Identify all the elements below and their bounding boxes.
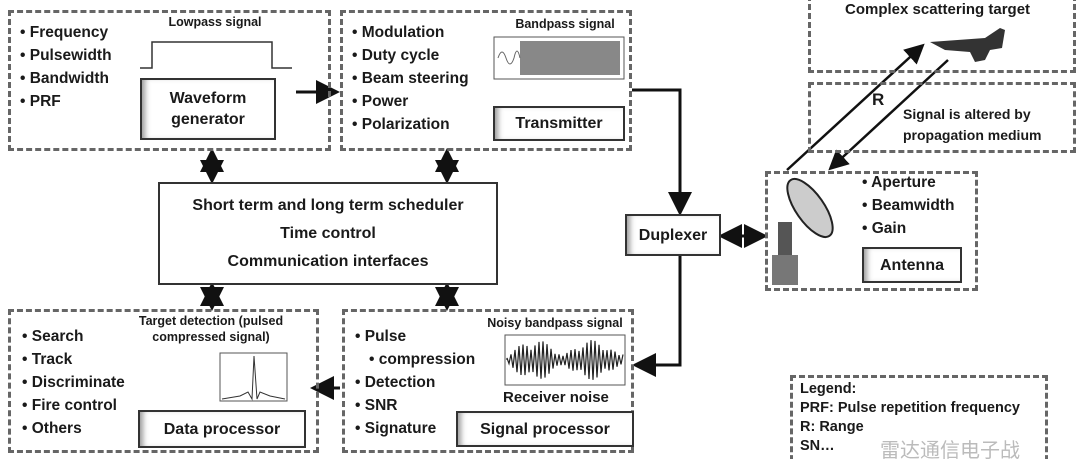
aircraft-icon	[930, 28, 1005, 62]
noisy-bandpass-plot	[504, 334, 626, 386]
list-item-continuation: compression	[355, 348, 475, 371]
waveform-generator-block: Waveform generator	[140, 78, 276, 140]
signal-processor-group	[342, 309, 634, 453]
target-group	[808, 0, 1076, 73]
list-item: Fire control	[22, 394, 125, 417]
receiver-noise-label: Receiver noise	[503, 389, 609, 406]
list-item: Pulsewidth	[20, 44, 112, 67]
target-detection-label: Target detection (pulsed compressed sign…	[138, 314, 284, 344]
legend: Legend: PRF: Pulse repetition frequency …	[800, 380, 1020, 456]
list-item: Bandwidth	[20, 67, 112, 90]
scheduler-line: Time control	[280, 224, 376, 242]
list-item: Signature	[355, 417, 475, 440]
scheduler-block: Short term and long term scheduler Time …	[158, 182, 498, 285]
arrow-transmitter-to-duplexer	[632, 88, 692, 216]
legend-title: Legend:	[800, 381, 857, 397]
list-item: Others	[22, 417, 125, 440]
list-item: Duty cycle	[352, 44, 469, 67]
lowpass-pulse-plot	[140, 41, 292, 69]
list-item: Search	[22, 325, 125, 348]
legend-entry: R: Range	[800, 419, 864, 435]
scheduler-line: Communication interfaces	[227, 252, 429, 270]
list-item: Track	[22, 348, 125, 371]
list-item: Beamwidth	[862, 194, 955, 217]
legend-box	[790, 375, 1048, 459]
watermark: 雷达通信电子战	[880, 438, 1020, 459]
dish-antenna-icon	[772, 178, 834, 285]
legend-entry: SN…	[800, 438, 835, 454]
lowpass-label: Lowpass signal	[168, 15, 262, 29]
antenna-block: Antenna	[862, 247, 962, 283]
list-item: SNR	[355, 394, 475, 417]
list-item: Modulation	[352, 21, 469, 44]
scheduler-line: Short term and long term scheduler	[192, 196, 464, 214]
antenna-params: Aperture Beamwidth Gain	[862, 171, 954, 240]
transmitter-group	[340, 10, 632, 151]
signal-processor-functions: Pulse compression Detection SNR Signatur…	[355, 325, 475, 440]
list-item: Frequency	[20, 21, 112, 44]
list-item: Discriminate	[22, 371, 125, 394]
target-label: Complex scattering target	[845, 1, 1031, 18]
signal-processor-block: Signal processor	[456, 411, 634, 447]
list-item: PRF	[20, 90, 112, 113]
noisy-signal-label: Noisy bandpass signal	[487, 316, 623, 330]
arrow-duplexer-to-signal-processor	[632, 256, 682, 377]
waveform-group	[8, 10, 331, 151]
legend-entry: PRF: Pulse repetition frequency	[800, 400, 1020, 416]
list-item: Gain	[862, 217, 954, 240]
duplexer-block: Duplexer	[625, 214, 721, 256]
bandpass-label: Bandpass signal	[515, 17, 615, 31]
list-item: Power	[352, 90, 469, 113]
data-processor-tasks: Search Track Discriminate Fire control O…	[22, 325, 125, 440]
list-item: Polarization	[352, 113, 469, 136]
data-processor-block: Data processor	[138, 410, 306, 448]
transmitter-block: Transmitter	[493, 106, 625, 141]
list-item: Beam steering	[352, 67, 469, 90]
medium-group	[808, 82, 1076, 153]
compressed-pulse-plot	[219, 352, 288, 402]
arrow-range-return	[828, 59, 949, 171]
list-item: Pulse	[355, 325, 475, 348]
range-label: R	[872, 90, 885, 109]
list-item: Aperture	[862, 171, 954, 194]
bandpass-signal-plot	[493, 36, 625, 80]
medium-label: Signal is altered by propagation medium	[903, 106, 1042, 143]
waveform-params: Frequency Pulsewidth Bandwidth PRF	[20, 21, 112, 113]
transmitter-params: Modulation Duty cycle Beam steering Powe…	[352, 21, 469, 136]
list-item: Detection	[355, 371, 475, 394]
data-processor-group	[8, 309, 319, 453]
